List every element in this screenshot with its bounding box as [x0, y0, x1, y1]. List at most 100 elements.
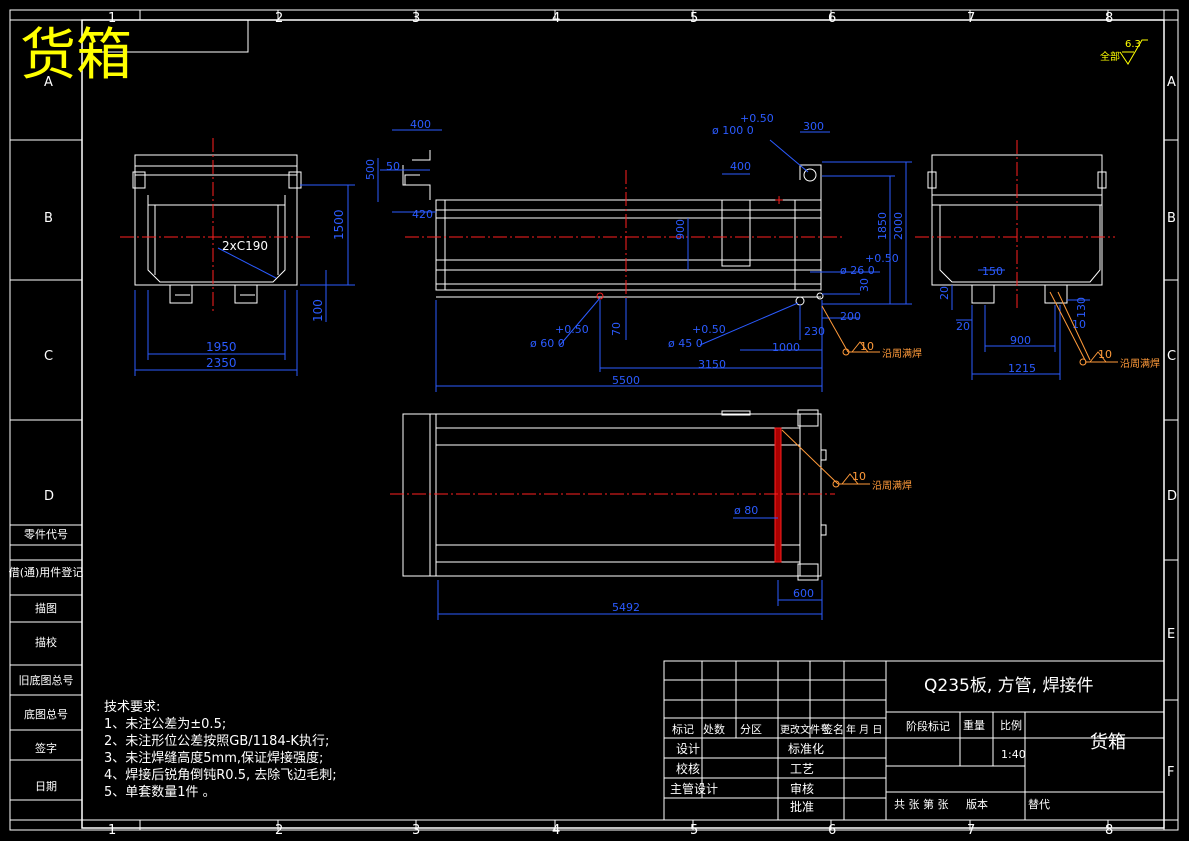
part-name: 货箱 — [1090, 732, 1126, 753]
row-label: D — [44, 489, 54, 504]
dim-400: 400 — [410, 118, 431, 131]
tech-line: 4、焊接后锐角倒钝R0.5, 去除飞边毛刺; — [104, 767, 337, 783]
strip-item: 零件代号 — [24, 528, 68, 541]
weld-note: 沿周满焊 — [872, 480, 912, 492]
dim-2350: 2350 — [206, 356, 237, 370]
side-centerlines — [405, 170, 845, 310]
dim-2000: 2000 — [892, 212, 905, 240]
rev-label: 签名 — [822, 722, 844, 736]
rev-label: 分区 — [740, 723, 762, 736]
col-label: 1 — [108, 823, 116, 838]
front-dimtext: 1950 2350 1500 100 — [206, 209, 346, 370]
dim-1000: 1000 — [772, 341, 800, 354]
rev-label: 更改文件号 — [780, 723, 830, 736]
dim-1500: 1500 — [332, 209, 346, 240]
tech-line: 2、未注形位公差按照GB/1184-K执行; — [104, 734, 329, 749]
weld-note: 沿周满焊 — [1120, 358, 1160, 370]
weight-label: 重量 — [963, 718, 985, 732]
left-strip-labels: 零件代号 借(通)用件登记 描图 描校 旧底图总号 底图总号 签字 日期 — [9, 528, 84, 793]
dim-900: 900 — [674, 219, 687, 240]
strip-item: 描图 — [35, 601, 57, 615]
end-centerlines — [915, 140, 1115, 310]
dim-10: 10 — [1072, 318, 1086, 331]
side-view — [402, 150, 824, 306]
tech-line: 3、未注焊缝高度5mm,保证焊接强度; — [104, 750, 323, 766]
role: 设计 — [676, 742, 700, 756]
role: 标准化 — [788, 742, 824, 756]
center-mark: + — [774, 193, 784, 207]
role: 批准 — [790, 799, 814, 814]
front-view — [132, 154, 302, 304]
dim-5500: 5500 — [612, 374, 640, 387]
dim-ø45: ø 45 0 — [668, 337, 703, 350]
dim-1850: 1850 — [876, 212, 889, 240]
stage-label: 阶段标记 — [906, 719, 950, 733]
weld-symbol-3 — [781, 429, 870, 488]
top-dimtext: ø 80 600 5492 — [612, 504, 814, 614]
dim-1215: 1215 — [1008, 362, 1036, 375]
row-label: D — [1167, 489, 1177, 504]
row-label: F — [1167, 765, 1174, 780]
col-label: 2 — [275, 823, 283, 838]
col-label: 7 — [967, 11, 975, 26]
col-label: 1 — [108, 11, 116, 26]
dim-20-b: 20 — [956, 320, 970, 333]
col-label: 3 — [412, 11, 420, 26]
strip-item: 日期 — [35, 780, 57, 793]
dim-300: 300 — [803, 120, 824, 133]
sheets-label: 共 张 第 张 — [894, 797, 949, 811]
col-label: 8 — [1105, 11, 1113, 26]
chamfer-label: 2xC190 — [222, 239, 268, 253]
title-block — [663, 660, 1165, 821]
weld-size: 10 — [852, 470, 866, 483]
side-dimlines — [377, 129, 912, 392]
dim-600: 600 — [793, 587, 814, 600]
col-label: 5 — [690, 823, 698, 838]
end-dimtext: 150 20 20 900 1215 130 10 — [938, 265, 1088, 375]
left-strip — [10, 524, 82, 801]
dim-20: 20 — [938, 286, 951, 300]
drawing-frame — [9, 9, 1179, 831]
rev-label: 年 月 日 — [846, 723, 882, 736]
title-block-text: Q235板, 方管, 焊接件 货箱 标记 处数 分区 更改文件号 签名 年 月 … — [670, 676, 1126, 814]
drawing-title: 货箱 — [20, 23, 132, 88]
dim-ø80: ø 80 — [734, 504, 758, 517]
col-label: 6 — [828, 823, 836, 838]
dim-400-b: 400 — [730, 160, 751, 173]
col-label: 8 — [1105, 823, 1113, 838]
col-label: 4 — [552, 823, 560, 838]
tol-60: +0.50 — [555, 323, 589, 336]
row-label: C — [44, 349, 53, 364]
col-label: 3 — [412, 823, 420, 838]
dim-50: 50 — [386, 160, 400, 173]
col-label: 5 — [690, 11, 698, 26]
front-dimlines — [134, 184, 355, 376]
end-dimlines — [951, 269, 1090, 380]
top-view — [402, 409, 827, 581]
tol-45: +0.50 — [692, 323, 726, 336]
role: 主管设计 — [670, 781, 718, 796]
col-label: 7 — [967, 823, 975, 838]
dim-900: 900 — [1010, 334, 1031, 347]
tech-requirements: 技术要求: 1、未注公差为±0.5; 2、未注形位公差按照GB/1184-K执行… — [104, 700, 337, 800]
weld-size: 10 — [1098, 348, 1112, 361]
dim-230: 230 — [804, 325, 825, 338]
rev-label: 处数 — [703, 723, 725, 736]
tech-heading: 技术要求: — [104, 700, 160, 715]
col-label: 2 — [275, 11, 283, 26]
grid-labels: 1 2 3 4 5 6 7 8 1 2 3 4 5 6 7 8 A B C D … — [44, 11, 1177, 838]
weld-size: 10 — [860, 340, 874, 353]
top-dimlines — [437, 517, 823, 620]
tol-100: +0.50 — [740, 112, 774, 125]
version-label: 版本 — [966, 797, 988, 811]
role: 工艺 — [790, 762, 814, 776]
strip-item: 借(通)用件登记 — [9, 565, 84, 579]
roughness-symbol — [1119, 39, 1148, 65]
roughness-prefix: 全部 — [1100, 50, 1120, 63]
dim-70: 70 — [610, 322, 623, 336]
row-label: E — [1167, 627, 1175, 642]
row-label: A — [44, 75, 53, 90]
dim-150: 150 — [982, 265, 1003, 278]
weld-symbol-1 — [821, 305, 880, 356]
